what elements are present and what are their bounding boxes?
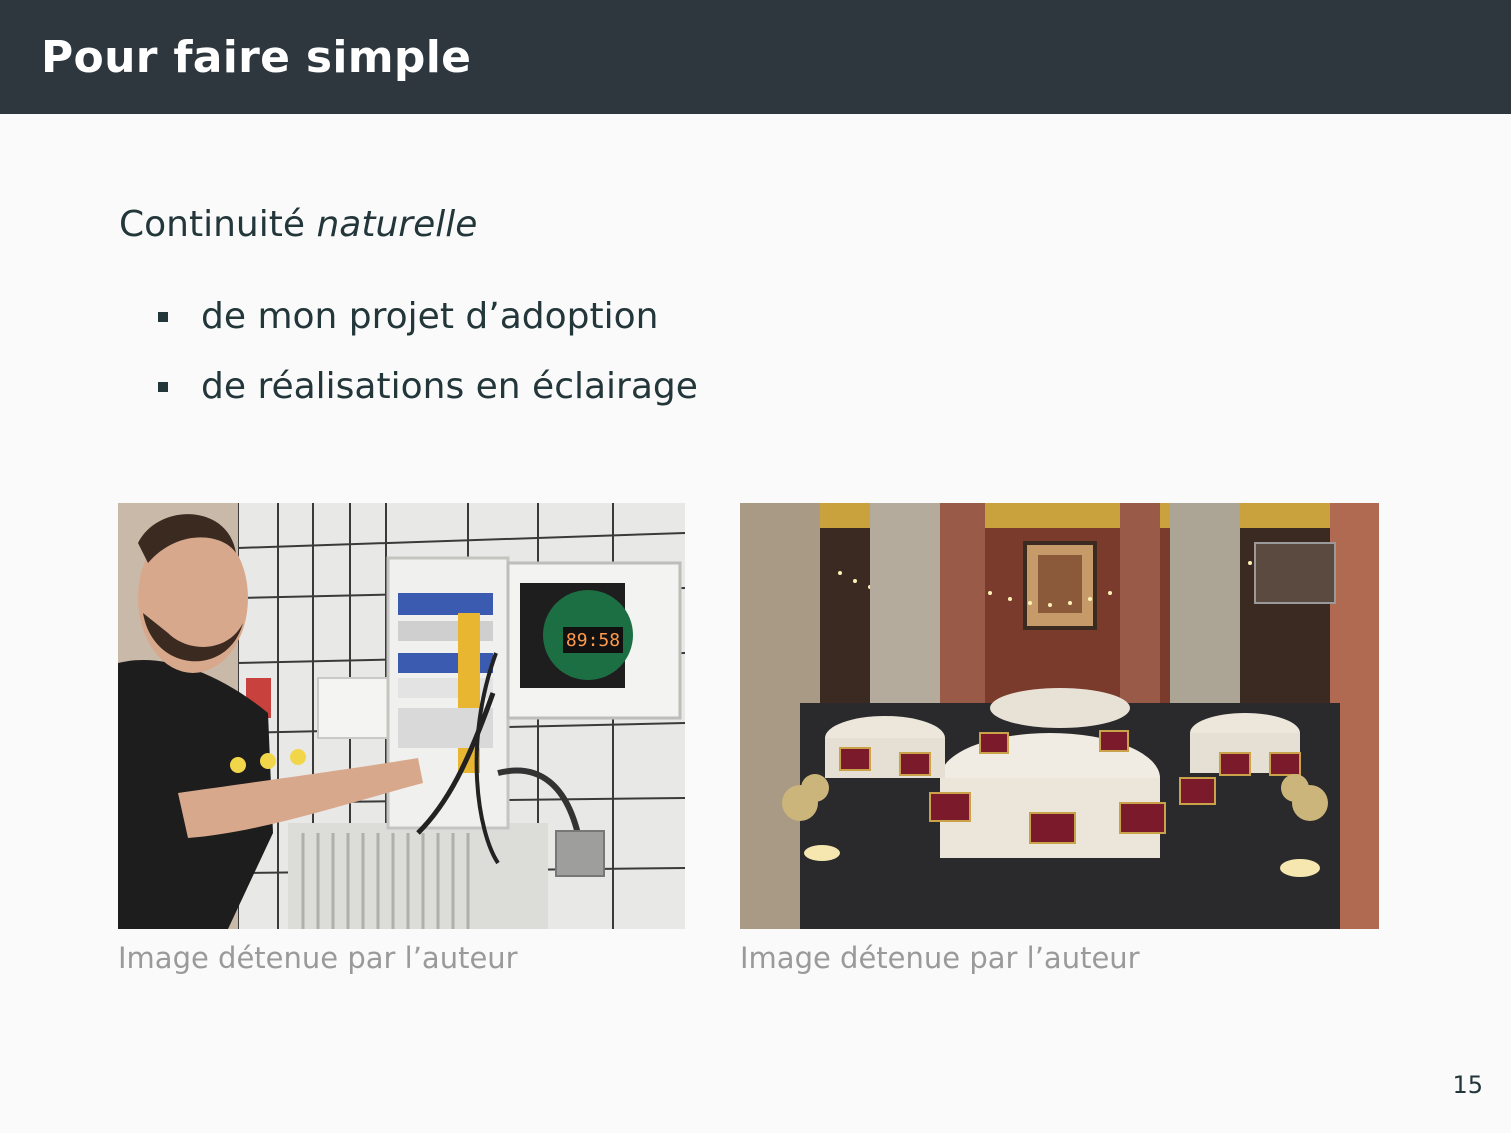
slide-title: Pour faire simple — [41, 32, 472, 83]
bullet-square-icon — [158, 312, 168, 322]
figure-caption: Image détenue par l’auteur — [740, 941, 1140, 975]
intro-text: Continuité naturelle — [119, 200, 477, 250]
bullet-item: de réalisations en éclairage — [158, 362, 698, 412]
event-hall-photo — [740, 503, 1379, 929]
bullet-text: de mon projet d’adoption — [201, 296, 659, 337]
bullet-square-icon — [158, 382, 168, 392]
page-number: 15 — [1452, 1071, 1483, 1099]
electrician-photo: 89:58 — [118, 503, 685, 929]
intro-prefix: Continuité — [119, 204, 305, 245]
slide-header: Pour faire simple — [0, 0, 1511, 114]
bullet-item: de mon projet d’adoption — [158, 292, 698, 342]
clock-display: 89:58 — [566, 630, 620, 651]
bullet-list: de mon projet d’adoption de réalisations… — [158, 292, 698, 432]
figure-caption: Image détenue par l’auteur — [118, 941, 518, 975]
intro-emphasis: naturelle — [316, 204, 478, 245]
bullet-text: de réalisations en éclairage — [201, 366, 698, 407]
